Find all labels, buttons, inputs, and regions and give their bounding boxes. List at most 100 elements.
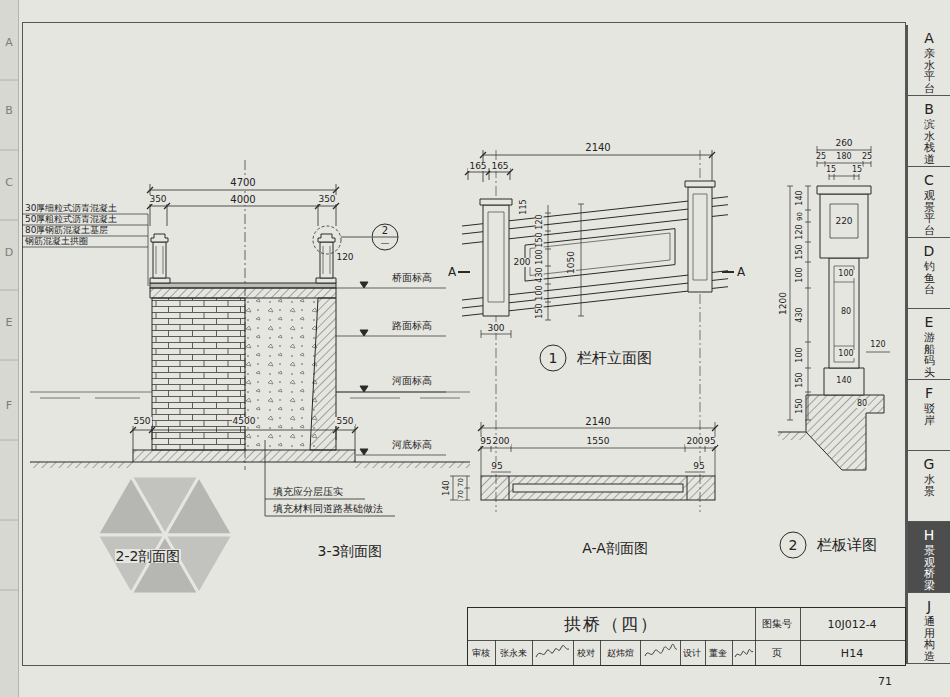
panel-detail bbox=[834, 266, 854, 362]
tab-caption: 观景平台 bbox=[924, 190, 935, 236]
dimension-number: 550 bbox=[335, 417, 354, 426]
callout-circle bbox=[780, 532, 806, 558]
callout-number: 2 bbox=[382, 226, 388, 236]
section-2-2-3-3 bbox=[30, 462, 133, 468]
railing-plan-section bbox=[513, 484, 683, 492]
section-2-2-3-3 bbox=[30, 392, 470, 398]
drawing-title: 3-3剖面图 bbox=[317, 544, 384, 558]
panel-detail bbox=[787, 186, 811, 420]
railing-elevation bbox=[458, 271, 734, 273]
railing-elevation bbox=[483, 205, 509, 316]
tab-caption: 游船码头 bbox=[924, 332, 935, 378]
callout-number: 2 bbox=[779, 538, 807, 552]
section-2-2-3-3 bbox=[156, 246, 163, 274]
drawing-title: 2-2剖面图 bbox=[115, 549, 182, 563]
note-text: 填充应分层压实 bbox=[272, 487, 344, 497]
tab-letter: B bbox=[924, 102, 934, 116]
section-mark: A bbox=[736, 266, 746, 278]
dimension-number: 15 bbox=[825, 166, 837, 174]
section-2-2-3-3 bbox=[323, 246, 330, 274]
panel-detail bbox=[806, 395, 884, 470]
dimension-number: 165 bbox=[468, 162, 487, 171]
elevation-label: 路面标高 bbox=[391, 321, 433, 331]
dimension-number: 300 bbox=[486, 324, 505, 333]
chapter-tab: A 亲水平台 bbox=[907, 25, 950, 96]
dimension-number: 95 bbox=[490, 462, 503, 471]
tab-caption: 景观桥梁 bbox=[924, 545, 935, 591]
section-2-2-3-3 bbox=[310, 298, 336, 450]
dimension-number: 4000 bbox=[229, 195, 256, 205]
dimension-number: 2140 bbox=[584, 143, 611, 153]
dimension-number: 140 bbox=[835, 377, 852, 385]
chapter-tab: H 景观桥梁 bbox=[907, 522, 950, 593]
dimension-number: 95 bbox=[692, 462, 705, 471]
dimension-number: 150 bbox=[536, 302, 544, 319]
callout-circle bbox=[372, 224, 398, 250]
section-2-2-3-3 bbox=[341, 237, 371, 238]
railing-elevation bbox=[525, 229, 675, 282]
binding-strip bbox=[0, 0, 19, 697]
railing-plan-section bbox=[478, 425, 718, 451]
chapter-tab: C观景平台 bbox=[907, 167, 950, 238]
panel-detail bbox=[820, 194, 868, 258]
hexagon-watermark bbox=[97, 476, 165, 535]
dimension-number: 100 bbox=[837, 350, 854, 358]
title-block-cell: 10J012-4 bbox=[826, 619, 877, 630]
title-block bbox=[467, 607, 906, 666]
signature bbox=[536, 645, 569, 657]
tab-letter: F bbox=[5, 400, 13, 411]
chapter-tab: G水景 bbox=[907, 451, 950, 522]
panel-detail bbox=[830, 204, 858, 238]
railing-elevation bbox=[688, 187, 712, 292]
panel-detail bbox=[778, 432, 806, 440]
section-2-2-3-3 bbox=[150, 283, 336, 288]
dimension-number: 200 bbox=[512, 258, 531, 267]
railing-plan-section bbox=[491, 472, 705, 473]
tab-letter: H bbox=[924, 528, 935, 542]
panel-detail bbox=[866, 352, 890, 353]
panel-detail bbox=[778, 146, 890, 470]
dimension-number: 150 bbox=[796, 243, 804, 260]
tab-letter: A bbox=[924, 31, 934, 45]
section-2-2-3-3 bbox=[318, 234, 335, 242]
dimension-number: 70 bbox=[457, 489, 464, 500]
title-block-cell: 页 bbox=[771, 648, 783, 658]
railing-plan-section bbox=[481, 476, 715, 500]
title-block-cell: 董奎 bbox=[708, 649, 728, 658]
title-block-cell: 张永来 bbox=[499, 649, 528, 658]
elevation-label: 河底标高 bbox=[391, 440, 433, 450]
section-2-2-3-3 bbox=[313, 226, 341, 254]
section-2-2-3-3 bbox=[130, 427, 358, 433]
dimension-number: 4700 bbox=[229, 178, 256, 188]
chapter-tab: D钓鱼台 bbox=[907, 238, 950, 309]
title-block-cell: 设计 bbox=[682, 649, 702, 658]
tab-caption: 亲水平台 bbox=[924, 48, 935, 94]
section-mark: A bbox=[447, 266, 457, 278]
note-text: 填充材料同道路基础做法 bbox=[272, 504, 384, 514]
dimension-number: 200 bbox=[685, 437, 704, 446]
dimension-number: 100 bbox=[536, 248, 544, 265]
railing-elevation bbox=[496, 150, 700, 512]
layer-note: 钢筋混凝土拱圈 bbox=[24, 237, 89, 246]
chapter-tab: F驳岸 bbox=[907, 380, 950, 451]
layer-note: 80厚钢筋混凝土基层 bbox=[24, 226, 109, 235]
title-block bbox=[467, 607, 906, 665]
tab-letter: E bbox=[925, 315, 934, 329]
dimension-number: 70 bbox=[457, 477, 464, 488]
section-2-2-3-3 bbox=[150, 288, 336, 298]
dimension-number: 1550 bbox=[586, 437, 611, 446]
section-2-2-3-3 bbox=[265, 440, 395, 516]
railing-elevation bbox=[685, 181, 715, 187]
dimension-number: 100 bbox=[536, 284, 544, 301]
chapter-tab: B滨水栈道 bbox=[907, 96, 950, 167]
dimension-number: 200 bbox=[491, 437, 510, 446]
section-2-2-3-3 bbox=[153, 242, 166, 278]
dimension-number: 120 bbox=[536, 213, 544, 230]
page-number: 71 bbox=[877, 676, 893, 687]
layer-note: 50厚粗粒式沥青混凝土 bbox=[24, 215, 118, 224]
railing-elevation bbox=[465, 152, 715, 175]
signature bbox=[735, 649, 753, 657]
panel-detail bbox=[817, 186, 871, 194]
